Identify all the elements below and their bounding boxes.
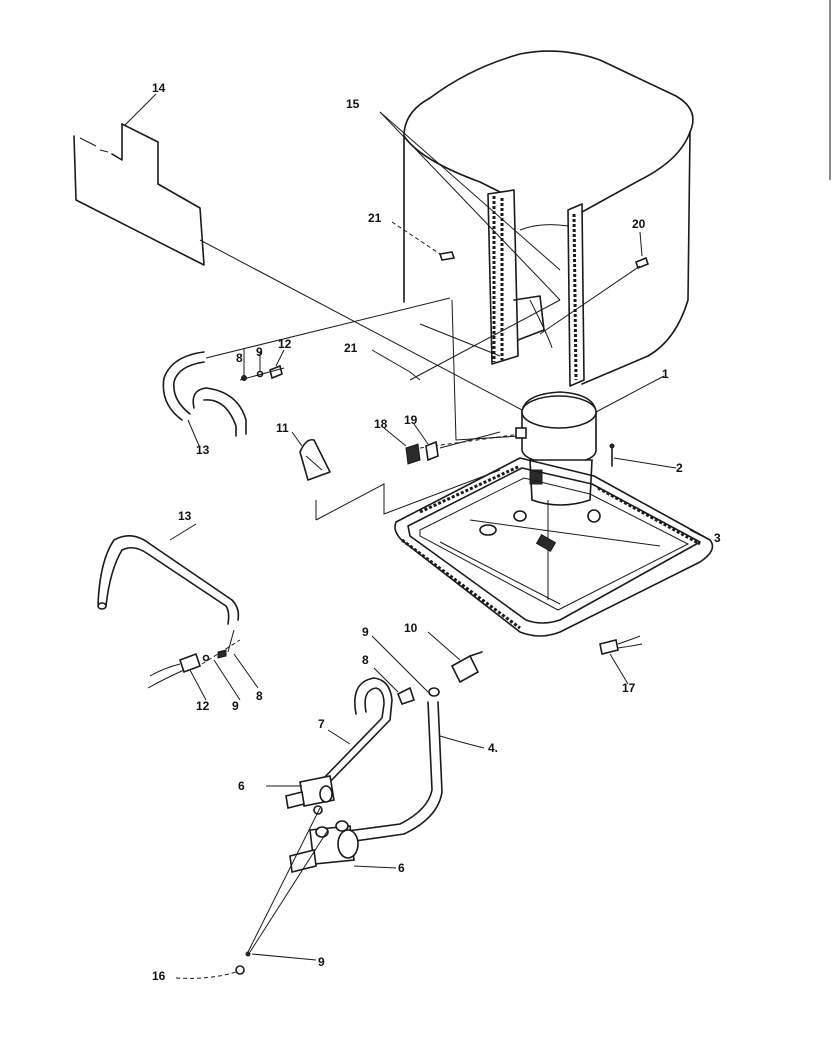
callout-8-lower: 8 xyxy=(256,689,263,703)
part-2-screw xyxy=(609,443,615,467)
parts-12-9-8-lower xyxy=(147,639,241,689)
callout-13-upper: 13 xyxy=(196,443,210,457)
part-13-tube-upper xyxy=(162,351,247,437)
callout-13-lower: 13 xyxy=(178,509,192,523)
callout-9-lower-left: 9 xyxy=(232,699,239,713)
callout-3: 3 xyxy=(714,531,721,545)
callout-18: 18 xyxy=(374,417,388,431)
callout-9-bottom: 9 xyxy=(318,955,325,969)
callout-8-upper: 8 xyxy=(236,351,243,365)
callout-16: 16 xyxy=(152,969,166,983)
callout-1: 1 xyxy=(662,367,669,381)
callout-8-mid: 8 xyxy=(362,653,369,667)
callout-labels: 14 15 21 20 21 8 9 12 1 13 11 18 19 2 3 … xyxy=(152,81,721,983)
part-1-compressor xyxy=(515,391,597,506)
part-14-panel xyxy=(73,123,205,266)
callout-10: 10 xyxy=(404,621,418,635)
parts-8-9-12-upper xyxy=(239,364,285,381)
callout-20: 20 xyxy=(632,217,646,231)
callout-15: 15 xyxy=(346,97,360,111)
cabinet-coil-assembly xyxy=(403,50,694,387)
callout-17: 17 xyxy=(622,681,636,695)
callout-7: 7 xyxy=(318,717,325,731)
part-3-base-pan xyxy=(394,457,714,637)
callout-6-lower: 6 xyxy=(398,861,405,875)
part-20-21-screws xyxy=(379,111,649,335)
callout-21-upper: 21 xyxy=(368,211,382,225)
callout-14: 14 xyxy=(152,81,166,95)
reference-lines-upper xyxy=(199,239,561,521)
callout-11: 11 xyxy=(276,421,289,435)
callout-leaders xyxy=(123,93,711,979)
callout-12-lower: 12 xyxy=(196,699,210,713)
callout-12-upper: 12 xyxy=(278,337,292,351)
part-18-19-clips xyxy=(405,431,501,465)
part-13-tube-lower xyxy=(97,535,240,625)
valve-assembly xyxy=(235,651,483,975)
part-11-bracket xyxy=(299,438,331,481)
callout-9-mid: 9 xyxy=(362,625,369,639)
callout-4: 4. xyxy=(488,741,498,755)
callout-19: 19 xyxy=(404,413,418,427)
part-17-sensor xyxy=(599,635,643,655)
callout-6-upper: 6 xyxy=(238,779,245,793)
callout-9-upper: 9 xyxy=(256,345,263,359)
callout-21-lower: 21 xyxy=(344,341,358,355)
callout-2: 2 xyxy=(676,461,683,475)
